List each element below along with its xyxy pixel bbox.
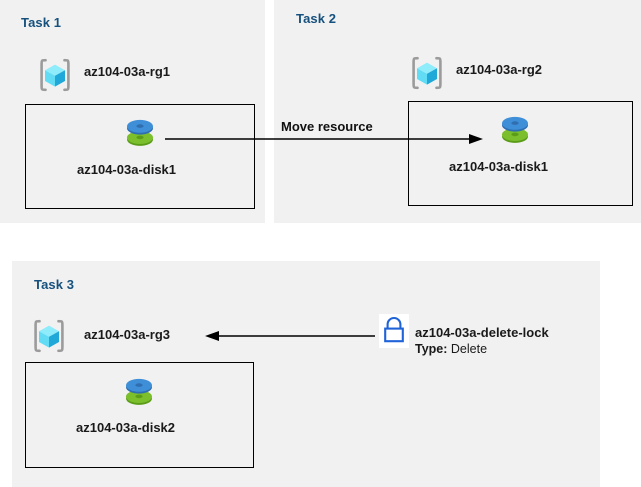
panel-task-2 — [274, 0, 641, 223]
disk-icon — [502, 116, 528, 143]
resource-group-label-1: az104-03a-rg1 — [84, 64, 170, 79]
resource-group-box-3 — [25, 362, 254, 468]
resource-group-box-1 — [25, 104, 255, 209]
delete-lock-type-label: Type: Delete — [415, 342, 487, 356]
resource-group-label-3: az104-03a-rg3 — [84, 327, 170, 342]
task-3-title: Task 3 — [34, 277, 75, 292]
disk-label-1: az104-03a-disk1 — [77, 162, 177, 177]
delete-lock-type-key: Type: — [415, 342, 448, 356]
resource-group-icon — [40, 58, 70, 92]
lock-icon — [379, 314, 409, 348]
resource-group-icon — [412, 56, 442, 90]
panel-task-3 — [12, 261, 600, 487]
disk-icon — [126, 378, 152, 405]
panel-task-1 — [0, 0, 265, 223]
move-resource-arrow — [165, 134, 483, 144]
delete-lock-name-label: az104-03a-delete-lock — [415, 325, 549, 340]
disk-icon — [127, 119, 153, 146]
resource-group-icon — [34, 319, 64, 353]
resource-group-box-2 — [408, 101, 633, 206]
task-1-title: Task 1 — [21, 15, 62, 30]
disk-label-3: az104-03a-disk2 — [76, 420, 176, 435]
delete-lock-arrow — [205, 331, 375, 341]
move-resource-label: Move resource — [281, 119, 373, 134]
resource-group-label-2: az104-03a-rg2 — [456, 62, 542, 77]
delete-lock-type-value: Delete — [447, 342, 488, 356]
task-2-title: Task 2 — [296, 11, 337, 26]
disk-label-2: az104-03a-disk1 — [449, 159, 549, 174]
